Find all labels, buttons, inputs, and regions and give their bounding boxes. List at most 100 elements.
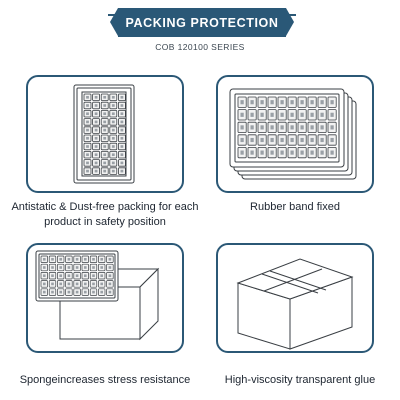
cob-chip bbox=[270, 150, 274, 155]
cob-chip bbox=[310, 112, 314, 117]
cob-chip bbox=[59, 290, 63, 294]
cob-chip bbox=[310, 125, 314, 130]
cob-chip bbox=[108, 257, 112, 261]
cob-chip bbox=[120, 169, 124, 173]
cob-chip bbox=[100, 282, 104, 286]
cob-chip bbox=[100, 257, 104, 261]
cob-chip bbox=[320, 137, 324, 143]
cob-chip bbox=[260, 100, 264, 105]
cob-chip bbox=[67, 274, 71, 278]
cob-chip bbox=[240, 150, 244, 155]
panel-glue bbox=[216, 243, 374, 353]
stacked-trays-icon bbox=[229, 88, 357, 180]
cob-chip bbox=[42, 274, 46, 278]
cob-chip bbox=[94, 136, 98, 140]
cob-chip bbox=[51, 257, 54, 261]
cob-chip bbox=[108, 274, 112, 278]
cob-chip bbox=[240, 112, 244, 117]
cob-chip bbox=[250, 112, 254, 117]
caption-antistatic-line2: product in safety position bbox=[44, 216, 166, 228]
cob-chip bbox=[103, 104, 107, 107]
cob-chip bbox=[270, 137, 274, 143]
cob-chip bbox=[103, 153, 107, 157]
cob-chip bbox=[67, 266, 71, 269]
cob-chip bbox=[120, 161, 124, 165]
panel-sponge bbox=[26, 243, 184, 353]
panel-single-tray bbox=[26, 75, 184, 193]
cob-chip bbox=[120, 128, 124, 132]
caption-glue-line1: High-viscosity transparent glue bbox=[224, 374, 376, 386]
cob-chip bbox=[300, 137, 304, 143]
cob-chip bbox=[92, 274, 95, 278]
caption-sponge-line1: Spongeincreases stress resistance bbox=[19, 374, 191, 386]
cob-chip bbox=[111, 161, 115, 165]
cob-chip bbox=[94, 104, 98, 107]
cob-chip bbox=[83, 274, 87, 278]
cob-chip bbox=[83, 290, 87, 294]
cob-chip bbox=[86, 112, 89, 116]
cob-chip bbox=[280, 100, 284, 105]
cob-chip bbox=[94, 128, 98, 132]
cob-chip bbox=[290, 100, 294, 105]
cob-chip bbox=[111, 95, 115, 99]
cob-chip bbox=[330, 112, 334, 117]
cob-chip bbox=[51, 274, 54, 278]
cob-chip bbox=[270, 125, 274, 130]
cob-chip bbox=[320, 150, 324, 155]
caption-rubber-band: Rubber band fixed bbox=[200, 200, 390, 215]
cob-chip bbox=[83, 266, 87, 269]
cob-chip bbox=[320, 125, 324, 130]
cob-chip bbox=[67, 257, 71, 261]
cob-chip bbox=[260, 112, 264, 117]
cob-chip bbox=[86, 161, 89, 165]
single-tray-icon bbox=[73, 84, 135, 184]
cob-chip bbox=[290, 125, 294, 130]
cob-chip bbox=[59, 266, 63, 269]
cob-chip bbox=[120, 153, 124, 157]
cob-chip bbox=[94, 112, 98, 116]
cob-chip bbox=[260, 125, 264, 130]
cob-chip bbox=[94, 161, 98, 165]
caption-rubber-band-line1: Rubber band fixed bbox=[250, 201, 340, 213]
cob-chip bbox=[94, 169, 98, 173]
cob-chip bbox=[92, 257, 95, 261]
cob-chip bbox=[280, 150, 284, 155]
cob-chip bbox=[103, 161, 107, 165]
cob-chip bbox=[240, 125, 244, 130]
cob-chip bbox=[250, 150, 254, 155]
cob-chip bbox=[67, 282, 71, 286]
cob-chip bbox=[330, 137, 334, 143]
cob-chip bbox=[111, 153, 115, 157]
cob-chip bbox=[86, 169, 89, 173]
cob-chip bbox=[103, 136, 107, 140]
caption-antistatic: Antistatic & Dust-free packing for each … bbox=[0, 200, 210, 230]
cob-chip bbox=[310, 150, 314, 155]
cob-chip bbox=[100, 266, 104, 269]
cob-chip bbox=[103, 145, 107, 148]
cob-chip bbox=[86, 128, 89, 132]
cob-chip bbox=[310, 137, 314, 143]
tray-on-sponge-box-icon bbox=[35, 250, 160, 341]
cob-chip bbox=[111, 112, 115, 116]
cob-chip bbox=[75, 274, 79, 278]
cob-chip bbox=[300, 112, 304, 117]
cob-chip bbox=[240, 137, 244, 143]
cob-chip bbox=[83, 257, 87, 261]
cob-chip bbox=[75, 282, 79, 286]
cob-chip bbox=[86, 136, 89, 140]
cob-chip bbox=[300, 150, 304, 155]
cob-chip bbox=[94, 95, 98, 99]
cob-chip bbox=[280, 125, 284, 130]
cob-chip bbox=[320, 112, 324, 117]
cob-chip bbox=[108, 282, 112, 286]
cob-chip bbox=[42, 290, 46, 294]
cob-chip bbox=[51, 290, 54, 294]
cob-chip bbox=[250, 100, 254, 105]
cob-chip bbox=[92, 290, 95, 294]
sealed-carton-icon bbox=[236, 258, 354, 350]
cob-chip bbox=[290, 150, 294, 155]
cob-chip bbox=[260, 137, 264, 143]
cob-chip bbox=[330, 150, 334, 155]
cob-chip bbox=[103, 128, 107, 132]
cob-chip bbox=[94, 120, 98, 124]
